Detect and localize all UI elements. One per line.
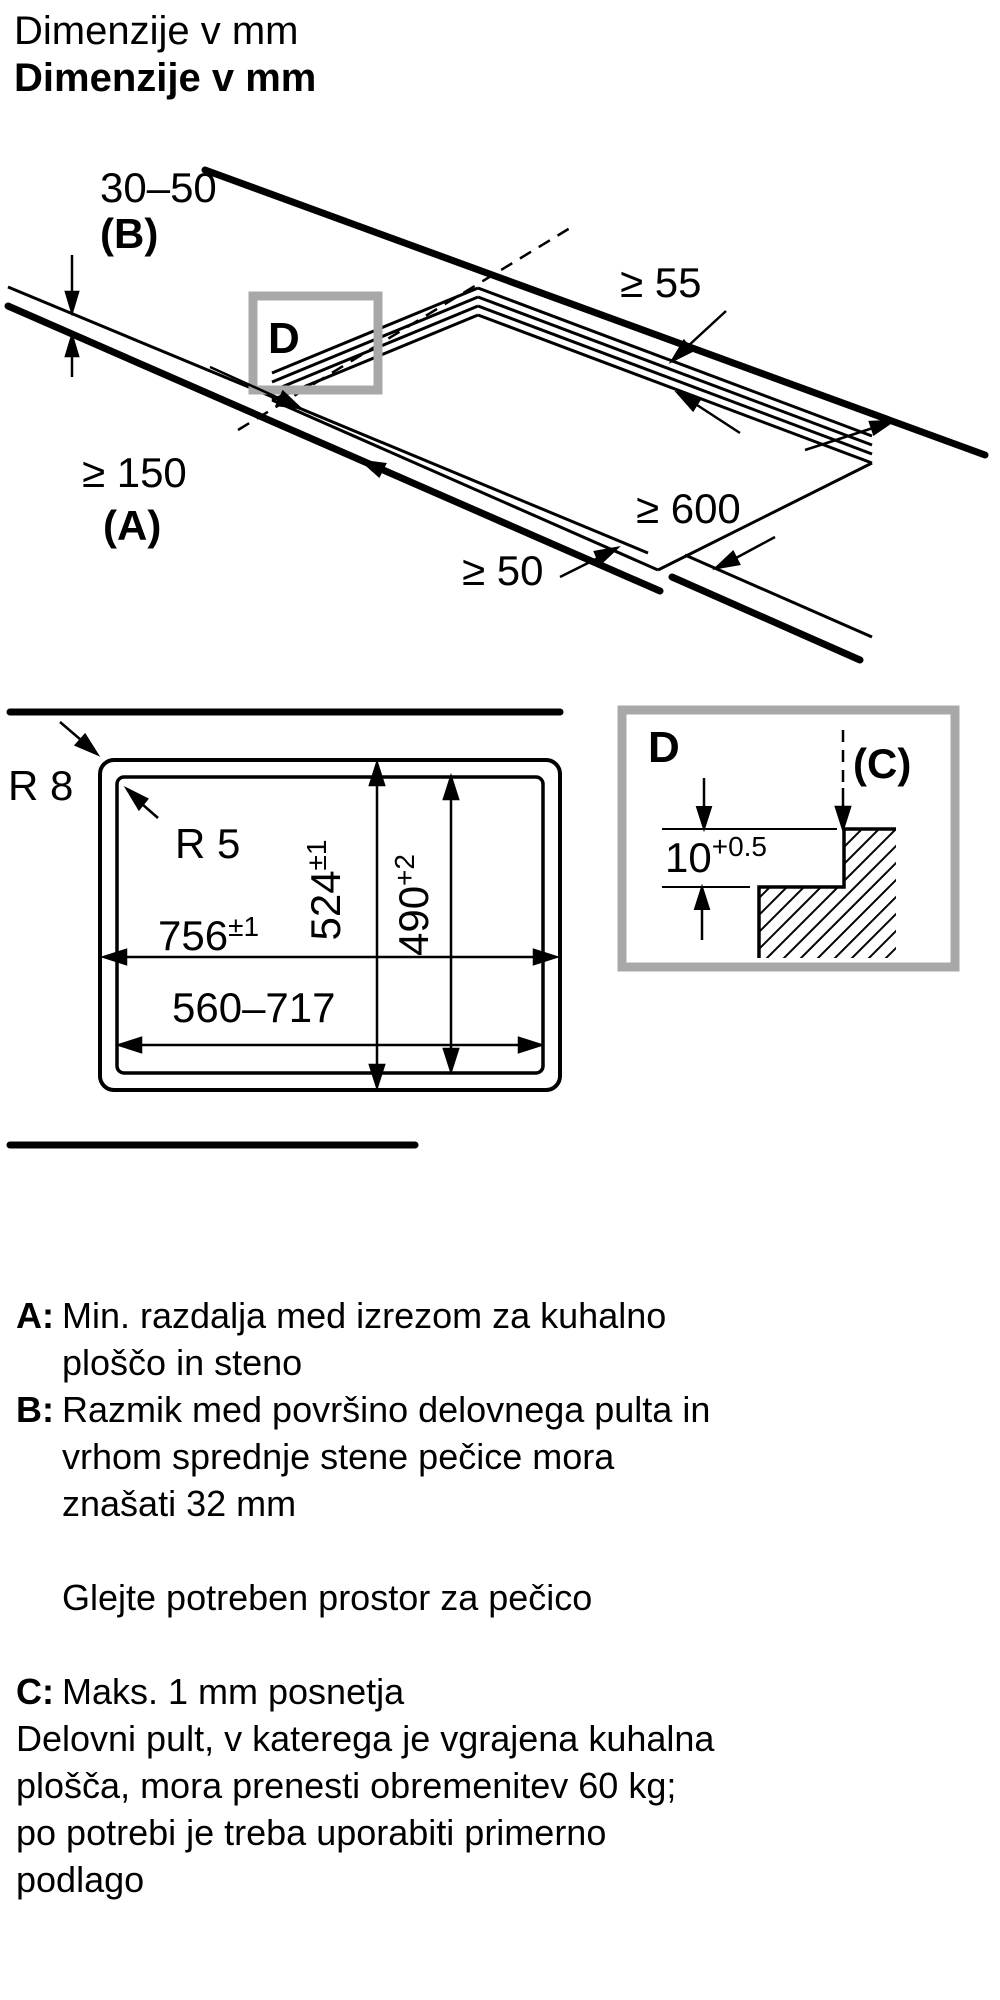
thickness-ref-label: (B) [100, 210, 158, 257]
detail-callout-label: D [268, 314, 300, 363]
thickness-dimension-arrows [64, 255, 80, 377]
note-b-line: znašati 32 mm [62, 1483, 297, 1524]
cutout-depth-label: 524±1 [301, 839, 349, 940]
inner-radius-arrow [123, 785, 159, 819]
note-load-capacity: Delovni pult, v katerega je vgrajena kuh… [16, 1715, 714, 1903]
cabinet-width-label: 560–717 [172, 984, 336, 1031]
detail-box-frame [617, 705, 960, 972]
plan-view: R 8 R 5 524±1 490+2 756±1 [6, 708, 564, 1149]
cabinet-width-dimension [114, 1036, 546, 1054]
inner-depth-dimension [442, 772, 460, 1076]
note-c-key: C: [16, 1671, 54, 1712]
front-clearance-arrows [559, 535, 776, 579]
note-load-line: podlago [16, 1859, 145, 1900]
note-b-line: vrhom sprednje stene pečice mora [62, 1436, 615, 1477]
rear-gap-arrow [668, 310, 727, 365]
depth-dimension-arrows [674, 390, 898, 452]
outer-radius-arrow [59, 721, 101, 757]
step-depth-label: 10+0.5 [665, 831, 767, 881]
depth-label: ≥ 600 [636, 485, 741, 532]
outer-cutout-rect [98, 758, 562, 1092]
side-clearance-arrows [209, 365, 421, 489]
isometric-view: D 30–50 (B) ≥ 150 (A) ≥ 55 [4, 164, 989, 664]
inner-cutout-rect [115, 775, 545, 1075]
title-line-regular: Dimenzije v mm [14, 9, 299, 53]
note-c: C: Maks. 1 mm posnetja [16, 1668, 714, 1715]
rear-gap-label: ≥ 55 [620, 259, 701, 306]
inner-radius-label: R 5 [175, 820, 240, 867]
inner-depth-label: 490+2 [389, 854, 437, 956]
note-a: A: Min. razdalja med izrezom za kuhalno … [16, 1292, 714, 1386]
wall-edge-line [201, 166, 989, 459]
note-oven-space: Glejte potreben prostor za pečico [16, 1574, 714, 1621]
note-oven-space-line: Glejte potreben prostor za pečico [62, 1577, 593, 1618]
cutout-width-dimension [99, 948, 561, 966]
detail-marker-label: D [648, 723, 680, 772]
note-load-line: plošča, mora prenesti obremenitev 60 kg; [16, 1765, 677, 1806]
note-c-line: Maks. 1 mm posnetja [62, 1671, 405, 1712]
title-line-bold: Dimenzije v mm [14, 56, 317, 100]
installation-notes: A: Min. razdalja med izrezom za kuhalno … [16, 1292, 714, 1903]
note-b-line: Razmik med površino delovnega pulta in [62, 1389, 711, 1430]
outer-radius-label: R 8 [8, 762, 73, 809]
cutout-depth-dimension [368, 758, 386, 1092]
step-depth-dimension [662, 778, 837, 940]
side-clearance-label: ≥ 150 [82, 449, 187, 496]
step-profile [757, 827, 896, 958]
thickness-label: 30–50 [100, 164, 217, 211]
note-a-line: Min. razdalja med izrezom za kuhalno [62, 1295, 667, 1336]
detail-view: D (C) [617, 705, 960, 972]
cutout-width-label: 756±1 [158, 911, 259, 959]
front-clearance-label: ≥ 50 [462, 547, 543, 594]
note-a-key: A: [16, 1295, 54, 1336]
note-oven-space-key [16, 1574, 62, 1621]
note-b-key: B: [16, 1389, 54, 1430]
note-b: B: Razmik med površino delovnega pulta i… [16, 1386, 714, 1527]
note-load-line: po potrebi je treba uporabiti primerno [16, 1812, 607, 1853]
note-load-line: Delovni pult, v katerega je vgrajena kuh… [16, 1718, 715, 1759]
detail-callout-box [248, 291, 383, 395]
note-a-line: ploščo in steno [62, 1342, 303, 1383]
side-clearance-ref-label: (A) [103, 502, 161, 549]
page-title: Dimenzije v mm Dimenzije v mm [14, 8, 316, 102]
chamfer-ref-label: (C) [853, 740, 911, 787]
cutout-opening [271, 286, 873, 572]
chamfer-leader [834, 730, 852, 834]
